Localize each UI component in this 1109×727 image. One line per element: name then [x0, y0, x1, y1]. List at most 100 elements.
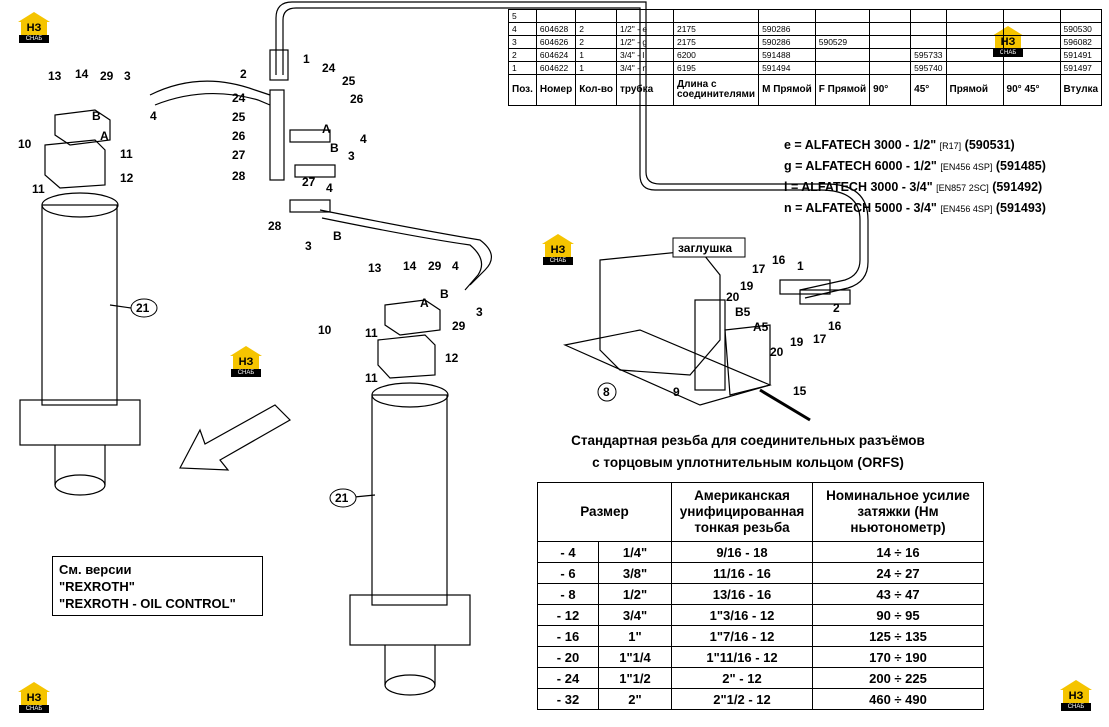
callout-29c: 29 — [452, 319, 466, 333]
callout-10b: 10 — [318, 323, 332, 337]
versions-box: См. версии "REXROTH" "REXROTH - OIL CONT… — [52, 556, 263, 616]
callout-Bc: B — [333, 229, 342, 243]
callout-Ab: A — [322, 122, 331, 136]
callout-15: 15 — [793, 384, 807, 398]
callout-19: 19 — [740, 279, 754, 293]
callout-29: 29 — [100, 69, 114, 83]
callout-27b: 27 — [302, 175, 316, 189]
callout-16: 16 — [772, 253, 786, 267]
legend-item: g = ALFATECH 6000 - 1/2" [EN456 4SP] (59… — [784, 159, 1046, 173]
callout-24: 24 — [232, 91, 246, 105]
callout-11c: 11 — [365, 326, 378, 340]
callout-3: 3 — [124, 69, 131, 83]
callout-28: 28 — [232, 169, 246, 183]
hose-legend: e = ALFATECH 3000 - 1/2" [R17] (590531) … — [784, 135, 1046, 219]
callout-12b: 12 — [445, 351, 459, 365]
hose-mid-b — [321, 217, 483, 291]
direction-arrow — [179, 404, 291, 471]
callout-20b: 20 — [770, 345, 784, 359]
callout-3d: 3 — [476, 305, 483, 319]
callout-26b: 26 — [350, 92, 364, 106]
callout-11: 11 — [120, 147, 133, 161]
callout-25b: 25 — [342, 74, 356, 88]
callout-9: 9 — [673, 385, 680, 399]
callout-14: 14 — [75, 67, 89, 81]
callout-4b: 4 — [360, 132, 367, 146]
callout-28b: 28 — [268, 219, 282, 233]
callout-4c: 4 — [326, 181, 333, 195]
table-header-row: Поз. Номер Кол-во трубка Длина с соедини… — [508, 74, 1103, 106]
callout-1: 1 — [303, 52, 310, 66]
callout-24b: 24 — [322, 61, 336, 75]
hose-upper-left — [149, 80, 271, 96]
callout-4: 4 — [150, 109, 157, 123]
callout-8: 8 — [603, 385, 610, 399]
callout-21b: 21 — [335, 491, 349, 505]
callout-19b: 19 — [790, 335, 804, 349]
callout-1b: 1 — [797, 259, 804, 273]
version-rexroth: "REXROTH" — [59, 579, 135, 594]
callout-11b: 11 — [32, 182, 45, 196]
callout-27: 27 — [232, 148, 246, 162]
table-row: 5 — [508, 9, 1103, 23]
hose-upper-left-b — [154, 92, 271, 106]
callout-14b: 14 — [403, 259, 417, 273]
callout-Bb: B — [330, 141, 339, 155]
orfs-header-row: Размер Американская унифицированная тонк… — [537, 482, 984, 542]
versions-title: См. версии — [59, 562, 132, 577]
callout-26: 26 — [232, 129, 246, 143]
orfs-table: Размер Американская унифицированная тонк… — [537, 482, 984, 710]
callout-B5: B5 — [735, 305, 751, 319]
plug-label: заглушка — [678, 241, 732, 255]
callout-2: 2 — [240, 67, 247, 81]
callout-20: 20 — [726, 290, 740, 304]
legend-item: e = ALFATECH 3000 - 1/2" [R17] (590531) — [784, 138, 1015, 152]
callout-Bd: B — [440, 287, 449, 301]
callout-3b: 3 — [348, 149, 355, 163]
callout-13: 13 — [48, 69, 62, 83]
callout-2b: 2 — [833, 301, 840, 315]
legend-item: l = ALFATECH 3000 - 3/4" [EN857 2SC] (59… — [784, 180, 1043, 194]
callout-12: 12 — [120, 171, 134, 185]
callout-17: 17 — [752, 262, 766, 276]
callout-Ac: A — [420, 296, 429, 310]
hose-1b — [275, 1, 869, 299]
callout-13b: 13 — [368, 261, 382, 275]
legend-item: n = ALFATECH 5000 - 3/4" [EN456 4SP] (59… — [784, 201, 1046, 215]
callout-A5: A5 — [753, 320, 769, 334]
callout-3c: 3 — [305, 239, 312, 253]
callout-21: 21 — [136, 301, 150, 315]
hose-1 — [282, 7, 861, 291]
callout-4d: 4 — [452, 259, 459, 273]
callout-17b: 17 — [813, 332, 827, 346]
callout-16b: 16 — [828, 319, 842, 333]
callout-29b: 29 — [428, 259, 442, 273]
callout-25: 25 — [232, 110, 246, 124]
callout-11d: 11 — [365, 371, 378, 385]
callout-A: A — [100, 129, 109, 143]
left-cylinder — [41, 204, 118, 406]
orfs-title: Стандартная резьба для соединительных ра… — [571, 433, 925, 470]
right-cylinder — [371, 394, 448, 606]
callout-B: B — [92, 109, 101, 123]
version-rexroth-oil-control: "REXROTH - OIL CONTROL" — [59, 596, 236, 611]
